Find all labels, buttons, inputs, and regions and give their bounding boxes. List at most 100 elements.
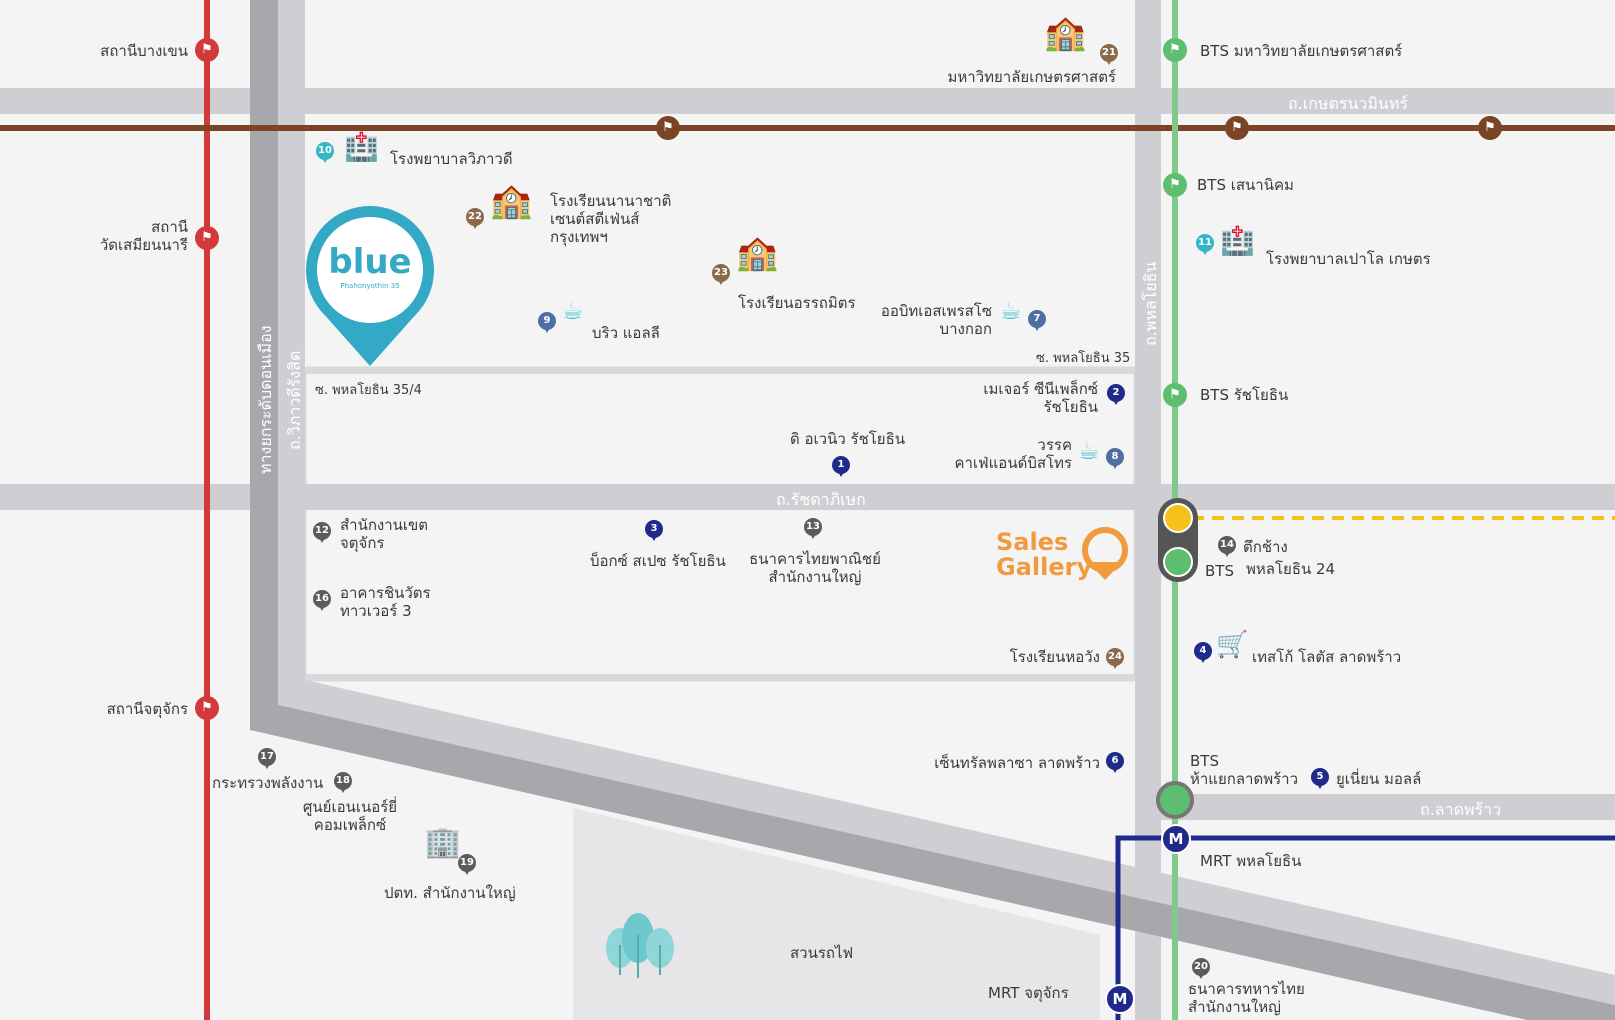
- station-chatuchak: สถานีจตุจักร: [106, 700, 188, 718]
- shopping-cart-icon: 🛒: [1216, 630, 1249, 660]
- station-mrt-chatuchak: MRT จตุจักร: [988, 984, 1069, 1002]
- place-horwang-school: โรงเรียนหอวัง: [1009, 648, 1100, 666]
- train-station-icon[interactable]: ⚑: [1163, 38, 1187, 62]
- location-pin-icon[interactable]: 23: [712, 264, 730, 285]
- road-label-soi-35: ซ. พหลโยธิน 35: [1036, 351, 1131, 366]
- office-building-icon: 🏢: [424, 825, 462, 860]
- road-label-kaset-nawamin: ถ.เกษตรนวมินทร์: [1288, 94, 1409, 113]
- train-station-icon[interactable]: ⚑: [195, 696, 219, 720]
- location-pin-icon[interactable]: 18: [334, 772, 352, 793]
- coffee-cup-icon: ☕: [562, 297, 584, 325]
- location-pin-icon[interactable]: 19: [458, 854, 476, 875]
- mrt-phahonyothin-icon[interactable]: M: [1161, 824, 1191, 854]
- location-pin-icon[interactable]: 22: [466, 208, 484, 229]
- place-atthamit-school: โรงเรียนอรรถมิตร: [738, 294, 856, 312]
- location-pin-icon[interactable]: 24: [1106, 648, 1124, 669]
- brand-logo: blue: [328, 242, 412, 282]
- place-tesco-lotus: เทสโก้ โลตัส ลาดพร้าว: [1252, 648, 1402, 666]
- station-wat-samian-nari: สถานี วัดเสมียนนารี: [99, 218, 188, 254]
- train-station-icon[interactable]: ⚑: [1478, 116, 1502, 140]
- road-tollway: [250, 0, 278, 700]
- school-icon: 🏫: [1044, 13, 1087, 53]
- road-label-ratchadaphisek: ถ.รัชดาภิเษก: [776, 490, 866, 509]
- location-pin-icon[interactable]: 9: [538, 312, 556, 333]
- place-chatuchak-district-office: สำนักงานเขต จตุจักร: [340, 516, 429, 552]
- place-kasetsart-university: มหาวิทยาลัยเกษตรศาสตร์: [947, 68, 1117, 86]
- coffee-cup-icon: ☕: [1078, 437, 1100, 465]
- location-pin-icon[interactable]: 1: [832, 456, 850, 477]
- station-bts-lat-phrao-prefix: BTS: [1190, 752, 1219, 770]
- road-diagonal-tollway: [250, 700, 1615, 1020]
- road-phahonyothin: [1135, 0, 1161, 1020]
- road-soi-35: [305, 368, 1135, 374]
- station-bts-phahon-24-name: พหลโยธิน 24: [1246, 560, 1336, 578]
- train-station-icon[interactable]: ⚑: [656, 116, 680, 140]
- mrt-blue-line: [1115, 835, 1615, 1020]
- park-area: [573, 808, 1100, 1020]
- road-label-vibhavadi: ถ.วิภาวดีรังสิต: [285, 350, 304, 450]
- train-station-icon[interactable]: ⚑: [1163, 173, 1187, 197]
- location-pin-icon[interactable]: 12: [313, 522, 331, 543]
- place-shinawatra-tower: อาคารชินวัตร ทาวเวอร์ 3: [340, 584, 431, 620]
- location-pin-icon[interactable]: 20: [1192, 958, 1210, 979]
- location-pin-icon[interactable]: 14: [1218, 536, 1236, 557]
- train-station-icon[interactable]: ⚑: [1225, 116, 1249, 140]
- train-station-icon[interactable]: ⚑: [1163, 383, 1187, 407]
- road-label-tollway: ทางยกระดับดอนเมือง: [256, 325, 275, 474]
- place-central-ladprao: เซ็นทรัลพลาซา ลาดพร้าว: [934, 754, 1100, 772]
- train-station-icon[interactable]: ⚑: [195, 226, 219, 250]
- place-box-space: บ็อกซ์ สเปซ รัชโยธิน: [590, 552, 726, 570]
- place-scb-hq: ธนาคารไทยพาณิชย์ สำนักงานใหญ่: [749, 550, 881, 586]
- place-ptt-hq: ปตท. สำนักงานใหญ่: [384, 884, 516, 902]
- location-pin-icon[interactable]: 2: [1107, 384, 1125, 405]
- location-pin-icon[interactable]: 10: [316, 142, 334, 163]
- road-lat-phrao: [1140, 794, 1615, 820]
- train-station-icon[interactable]: ⚑: [195, 38, 219, 62]
- station-bang-khen: สถานีบางเขน: [100, 42, 188, 60]
- place-ministry-of-energy: กระทรวงพลังงาน: [212, 774, 324, 792]
- place-elephant-building: ตึกช้าง: [1243, 538, 1288, 556]
- project-location-pin: [306, 206, 434, 366]
- place-energy-complex: ศูนย์เอนเนอร์ยี่ คอมเพล็กซ์: [302, 798, 398, 834]
- place-paolo-kaset: โรงพยาบาลเปาโล เกษตร: [1266, 250, 1431, 268]
- station-bts-lat-phrao-name: ห้าแยกลาดพร้าว: [1190, 770, 1298, 788]
- road-vibhavadi: [278, 0, 305, 700]
- location-pin-icon[interactable]: 13: [804, 518, 822, 539]
- hospital-icon: 🏥: [1220, 224, 1255, 257]
- place-brew-alley: บริว แอลลี: [592, 324, 660, 342]
- location-pin-icon[interactable]: 4: [1194, 642, 1212, 663]
- bts-phahon-24-station: [1163, 547, 1193, 577]
- place-wak-cafe: วรรค คาเฟ่แอนด์บิสโทร: [954, 436, 1072, 472]
- mrt-chatuchak-icon[interactable]: M: [1105, 984, 1135, 1014]
- station-bts-sena-nikhom: BTS เสนานิคม: [1197, 176, 1294, 194]
- place-union-mall: ยูเนี่ยน มอลล์: [1336, 770, 1422, 788]
- location-pin-icon[interactable]: 11: [1196, 234, 1214, 255]
- place-the-avenue: ดิ อเวนิว รัชโยธิน: [790, 430, 906, 448]
- location-pin-icon[interactable]: 6: [1106, 752, 1124, 773]
- station-bts-ratchayothin: BTS รัชโยธิน: [1200, 386, 1289, 404]
- location-pin-icon[interactable]: 16: [313, 590, 331, 611]
- location-pin-icon[interactable]: 17: [258, 748, 276, 769]
- station-bts-phahon-24-prefix: BTS: [1205, 562, 1234, 580]
- location-pin-icon[interactable]: 21: [1100, 44, 1118, 65]
- location-pin-icon[interactable]: 8: [1106, 448, 1124, 469]
- hospital-icon: 🏥: [344, 130, 379, 163]
- sales-gallery-pin: [1082, 527, 1128, 580]
- road-label-phahonyothin: ถ.พหลโยธิน: [1141, 261, 1160, 346]
- road-diagonal-vibhavadi: [278, 680, 1615, 1005]
- tree-icon: [606, 913, 674, 978]
- coffee-cup-icon: ☕: [1000, 297, 1022, 325]
- yellow-line-station: [1163, 503, 1193, 533]
- srt-red-line: [204, 0, 210, 1020]
- school-icon: 🏫: [736, 233, 779, 273]
- road-label-soi-35-4: ซ. พหลโยธิน 35/4: [315, 383, 422, 398]
- road-soi-35-4: [305, 674, 1135, 680]
- location-pin-icon[interactable]: 5: [1311, 768, 1329, 789]
- place-major-cineplex: เมเจอร์ ซีนีเพล็กซ์ รัชโยธิน: [983, 380, 1098, 416]
- location-pin-icon[interactable]: 7: [1028, 310, 1046, 331]
- location-pin-icon[interactable]: 3: [645, 520, 663, 541]
- bts-lat-phrao-station: [1156, 781, 1194, 819]
- park-label: สวนรถไฟ: [790, 944, 854, 962]
